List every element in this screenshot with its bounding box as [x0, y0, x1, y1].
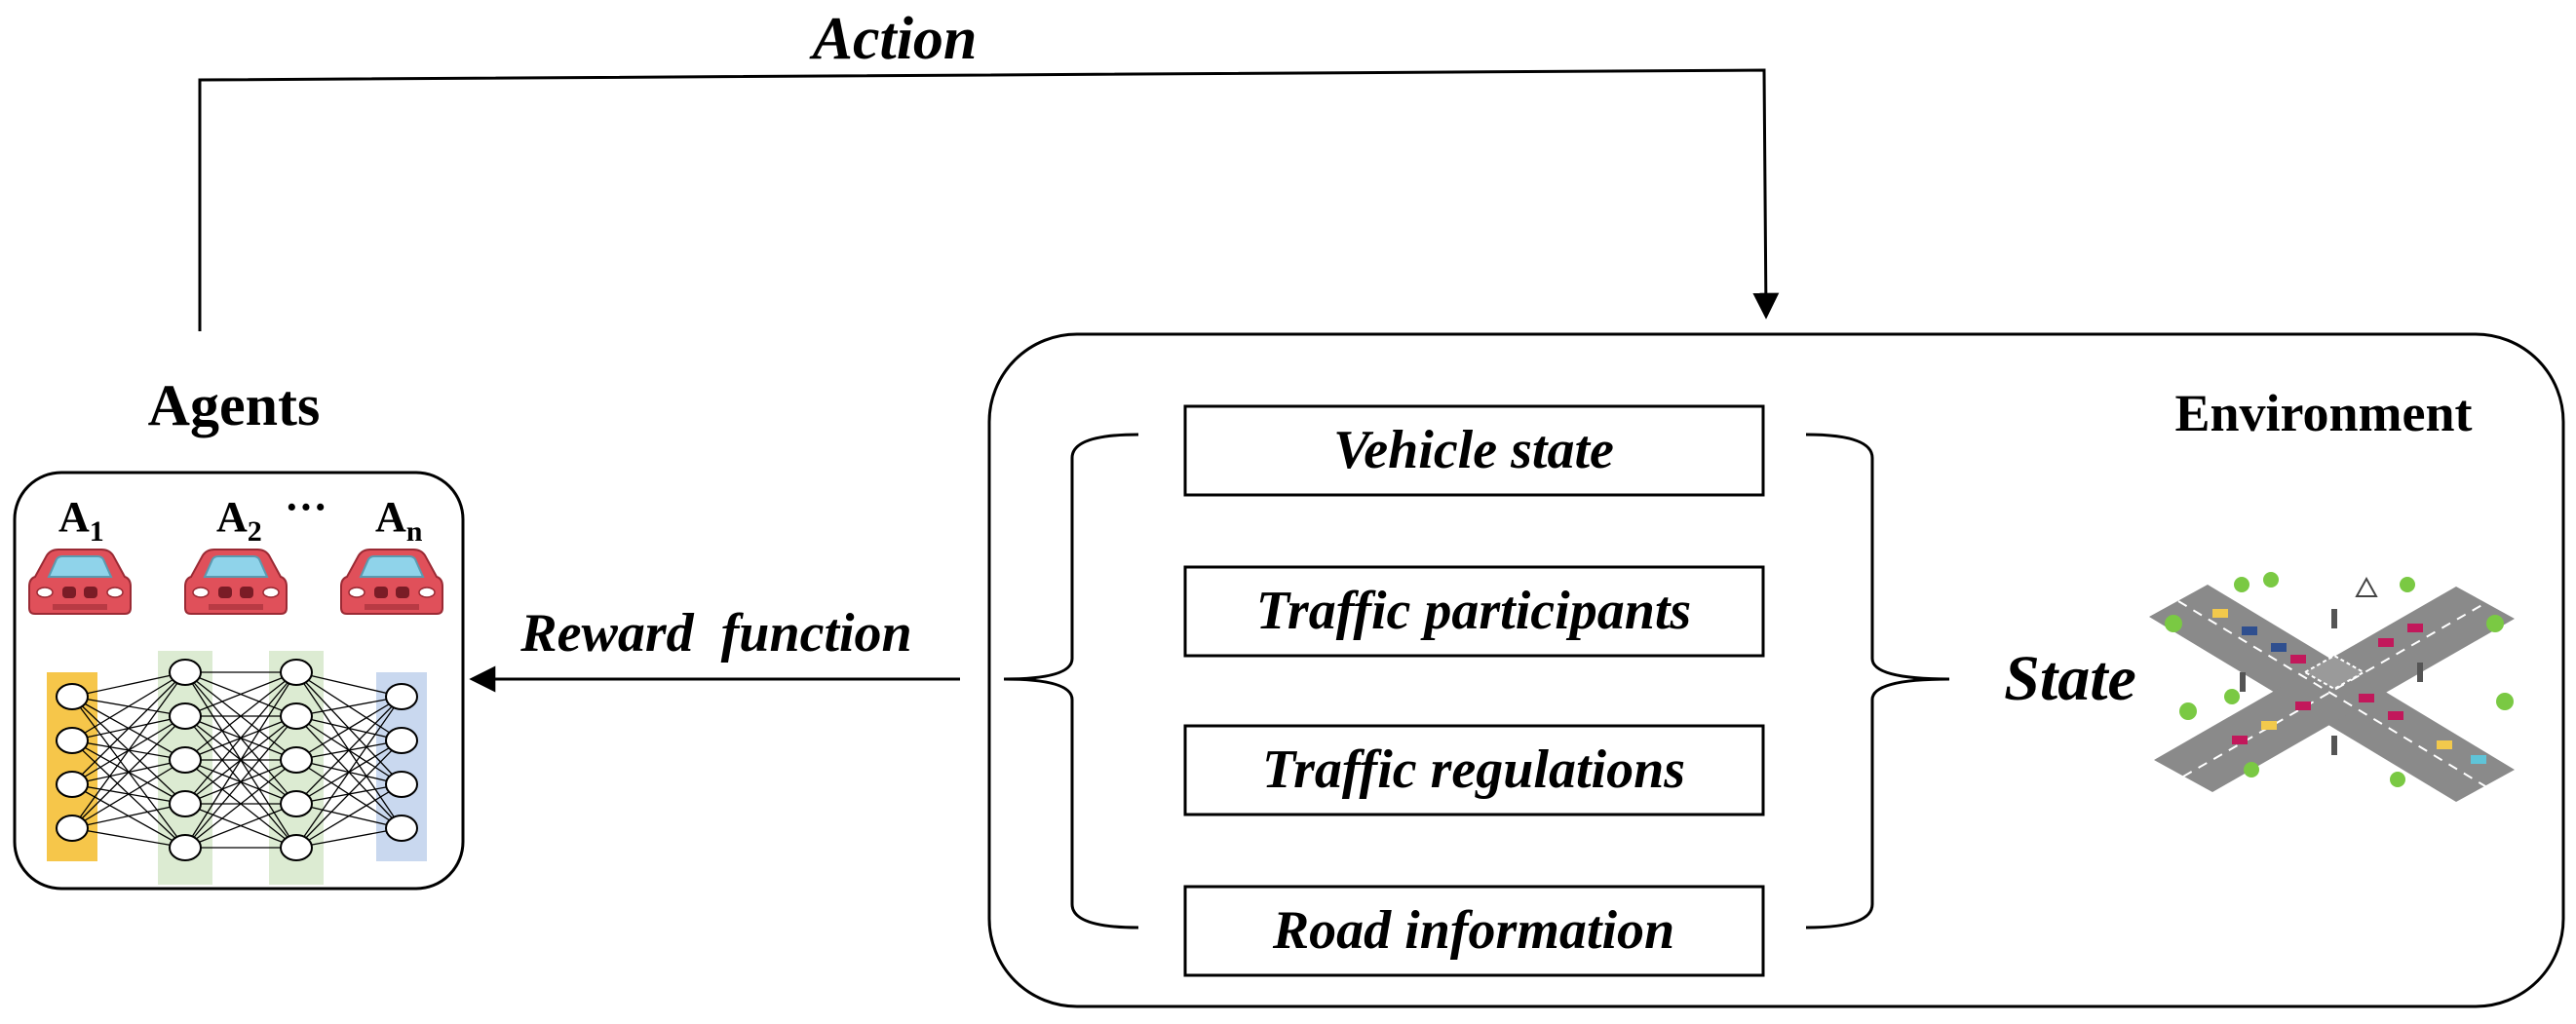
nn-connection — [184, 671, 297, 805]
nn-connection — [295, 671, 403, 698]
nn-node — [169, 790, 202, 817]
left-brace — [1003, 433, 1139, 929]
nn-node — [56, 815, 89, 842]
nn-node — [385, 815, 418, 842]
nn-connection — [295, 827, 403, 849]
svg-text:Traffic regulations: Traffic regulations — [1262, 740, 1685, 800]
nn-node — [56, 683, 89, 710]
neural-network-icon — [47, 651, 427, 885]
agent-ellipsis: ··· — [285, 483, 327, 531]
agents-title: Agents — [148, 373, 321, 437]
nn-node — [385, 683, 418, 710]
nn-node — [56, 771, 89, 798]
nn-connection — [295, 696, 403, 761]
nn-connection — [71, 803, 186, 829]
agent-label-a1: A1 — [58, 493, 104, 548]
agents-box — [13, 471, 465, 891]
svg-text:Traffic participants: Traffic participants — [1256, 581, 1691, 641]
car-icon — [184, 549, 288, 615]
nn-node — [169, 659, 202, 686]
nn-connection — [295, 696, 403, 805]
nn-node — [169, 746, 202, 774]
nn-connection — [184, 671, 297, 849]
nn-node — [280, 659, 313, 686]
nn-node — [385, 771, 418, 798]
nn-connection — [184, 759, 297, 849]
nn-connection — [295, 740, 403, 849]
nn-connection — [71, 759, 186, 829]
nn-node — [169, 834, 202, 861]
svg-text:Vehicle state: Vehicle state — [1333, 420, 1614, 480]
nn-node — [169, 702, 202, 730]
nn-connection — [184, 671, 297, 717]
state-item-traffic-participants: Traffic participants — [1183, 565, 1765, 658]
right-brace — [1805, 433, 1950, 929]
intersection-icon — [2149, 572, 2515, 802]
nn-node — [56, 727, 89, 754]
nn-connection — [184, 671, 297, 761]
environment-title: Environment — [2174, 384, 2472, 442]
reward-function-label: Reward function — [519, 603, 911, 664]
nn-connection — [71, 671, 186, 741]
state-item-traffic-regulations: Traffic regulations — [1183, 724, 1765, 816]
agent-label-an: An — [375, 493, 423, 548]
nn-connection — [71, 827, 186, 849]
car-icon — [340, 549, 443, 615]
agent-label-a2: A2 — [216, 493, 262, 548]
environment-box — [987, 332, 2565, 1008]
nn-connection — [184, 803, 297, 849]
state-item-road-information: Road information — [1183, 885, 1765, 977]
nn-connection — [184, 715, 297, 849]
state-label: State — [2004, 643, 2136, 714]
action-label: Action — [809, 6, 978, 72]
nn-connection — [295, 696, 403, 849]
nn-node — [280, 746, 313, 774]
action-arrow — [198, 68, 1780, 331]
state-item-vehicle-state: Vehicle state — [1183, 404, 1765, 497]
car-icon — [28, 549, 132, 615]
nn-node — [385, 727, 418, 754]
nn-connection — [71, 671, 186, 785]
nn-connection — [71, 671, 186, 698]
svg-text:Road information: Road information — [1272, 900, 1674, 961]
nn-connection — [295, 696, 403, 717]
nn-node — [280, 834, 313, 861]
nn-connection — [71, 671, 186, 829]
nn-connection — [71, 715, 186, 829]
nn-connection — [295, 783, 403, 849]
nn-node — [280, 702, 313, 730]
nn-node — [280, 790, 313, 817]
